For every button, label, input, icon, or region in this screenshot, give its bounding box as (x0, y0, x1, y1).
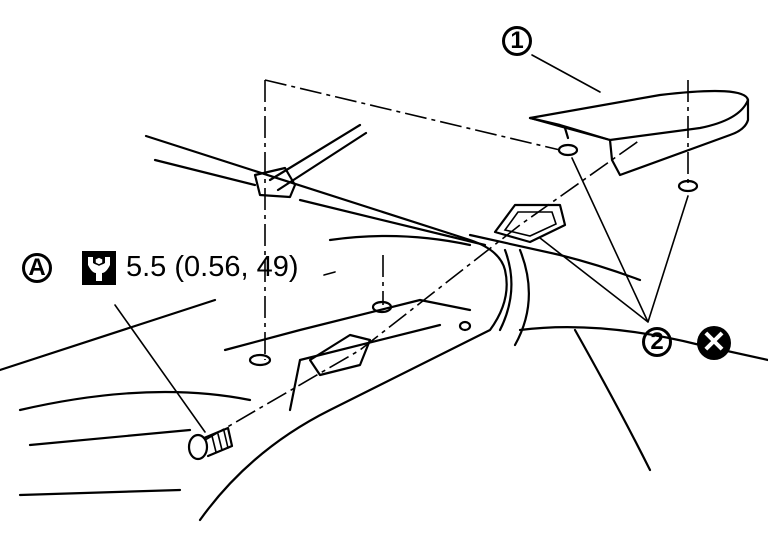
spoiler-part-1 (528, 89, 750, 193)
callout-part-1: 1 (502, 26, 532, 56)
callout-point-a: A (22, 253, 52, 283)
torque-wrench-icon (82, 251, 116, 285)
alignment-lines (204, 79, 689, 441)
vehicle-body-outline (0, 123, 768, 522)
do-not-reuse-icon: ✕ (697, 326, 731, 360)
callout-part-2: 2 (642, 327, 672, 357)
torque-spec: 5.5 (0.56, 49) (126, 251, 299, 283)
leader-lines (114, 54, 689, 433)
bolt (187, 426, 234, 461)
